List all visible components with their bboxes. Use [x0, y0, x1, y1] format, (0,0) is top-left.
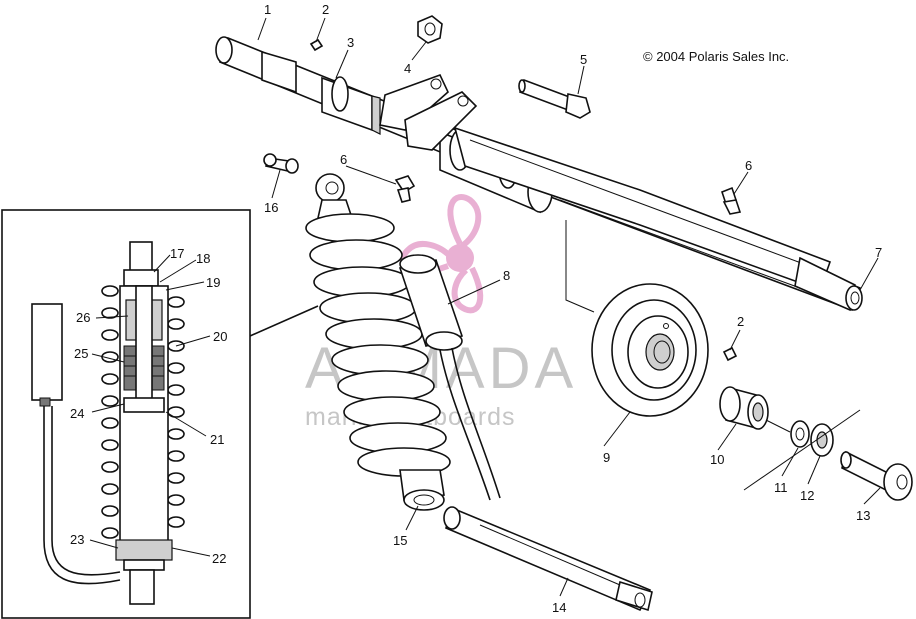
part-9-idler-wheel — [591, 283, 709, 417]
callout-7: 7 — [875, 245, 882, 260]
callout-3: 3 — [347, 35, 354, 50]
part-13-shoulder-bolt — [840, 450, 913, 501]
callout-12: 12 — [800, 488, 814, 503]
callout-2-lower: 2 — [737, 314, 744, 329]
part-4-nut — [417, 15, 443, 44]
propeller-icon — [399, 194, 484, 314]
callout-4: 4 — [404, 61, 411, 76]
part-8-reservoir — [398, 254, 501, 501]
callout-25: 25 — [74, 346, 88, 361]
inset-cutaway-view — [1, 209, 319, 619]
leader-lines — [89, 17, 881, 597]
shaft-bracket — [379, 73, 478, 151]
shock-spring — [305, 213, 451, 477]
callout-6-right: 6 — [745, 158, 752, 173]
assembly-lines — [565, 220, 861, 491]
callout-9: 9 — [603, 450, 610, 465]
callout-1: 1 — [264, 2, 271, 17]
part-2-set-screw-lower — [722, 346, 738, 362]
callout-16: 16 — [264, 200, 278, 215]
callout-20: 20 — [213, 329, 227, 344]
callout-18: 18 — [196, 251, 210, 266]
part-11-washer — [790, 420, 810, 448]
part-10-spacer — [719, 386, 769, 430]
callout-10: 10 — [710, 452, 724, 467]
callout-2: 2 — [322, 2, 329, 17]
callout-5: 5 — [580, 52, 587, 67]
part-12-washer — [810, 423, 834, 457]
part-2-set-screw — [309, 38, 324, 52]
part-16-bushing — [263, 153, 299, 174]
callout-23: 23 — [70, 532, 84, 547]
callout-15: 15 — [393, 533, 407, 548]
part-6-grease-fitting-a — [394, 175, 416, 203]
part-15-shock-assembly — [305, 173, 451, 511]
part-1-shaft — [215, 36, 863, 312]
callout-numbers: 1 2 3 4 5 6 6 7 8 9 2 10 11 12 13 14 15 … — [70, 2, 882, 615]
callout-24: 24 — [70, 406, 84, 421]
callout-6: 6 — [340, 152, 347, 167]
part-14-pivot-shaft — [443, 506, 653, 612]
callout-21: 21 — [210, 432, 224, 447]
copyright-notice: © 2004 Polaris Sales Inc. — [643, 49, 789, 64]
part-5-bolt — [518, 78, 591, 119]
callout-17: 17 — [170, 246, 184, 261]
callout-22: 22 — [212, 551, 226, 566]
callout-19: 19 — [206, 275, 220, 290]
callout-14: 14 — [552, 600, 566, 615]
callout-26: 26 — [76, 310, 90, 325]
callout-13: 13 — [856, 508, 870, 523]
part-6-grease-fitting-b — [721, 186, 742, 215]
callout-8: 8 — [503, 268, 510, 283]
callout-11: 11 — [774, 480, 788, 495]
